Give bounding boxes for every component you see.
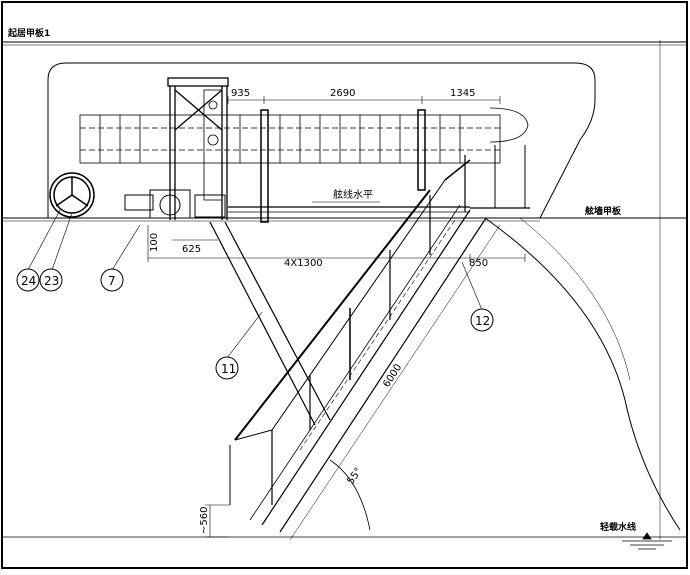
svg-text:11: 11 <box>221 362 236 376</box>
dim-4x1300: 4X1300 <box>284 258 323 269</box>
suspension-cables <box>209 221 331 426</box>
bottom-offset-dim <box>205 504 230 538</box>
callout-23: 23 <box>39 212 73 292</box>
hull-side-curve <box>484 217 681 531</box>
callout-11: 11 <box>215 311 263 380</box>
dim-1345: 1345 <box>450 88 475 99</box>
dim-560: ~560 <box>199 507 210 534</box>
svg-text:24: 24 <box>21 274 36 288</box>
dim-100: 100 <box>149 233 160 252</box>
bottom-dimension-lines <box>147 225 526 262</box>
dim-6000: 6000 <box>381 362 404 389</box>
light-waterline-label: 轻载水线 <box>600 521 636 533</box>
dim-2690: 2690 <box>330 88 355 99</box>
dim-935: 935 <box>231 88 250 99</box>
horizontal-line-label: 舷线水平 <box>333 188 373 201</box>
deployed-ladder <box>229 155 487 533</box>
dim-850: 850 <box>469 258 488 269</box>
top-dimension-lines <box>227 96 501 104</box>
bulwark-deck-label: 舷墙甲板 <box>585 205 622 217</box>
svg-text:7: 7 <box>108 274 116 288</box>
angle-label: 55° <box>345 466 364 487</box>
davit-frame <box>167 77 229 220</box>
waterline-symbol <box>622 532 672 550</box>
svg-text:12: 12 <box>475 314 490 328</box>
top-deck-label: 起居甲板1 <box>7 27 50 39</box>
rail-posts <box>228 109 530 223</box>
superstructure-outline <box>47 62 596 219</box>
dim-625: 625 <box>182 244 201 255</box>
svg-text:23: 23 <box>44 274 59 288</box>
hull-side-curve-inner <box>519 217 631 381</box>
stowed-ladder <box>79 107 529 164</box>
davit-wheel <box>49 172 95 218</box>
callout-7: 7 <box>100 224 141 292</box>
angle-arc <box>329 459 371 531</box>
callout-24: 24 <box>16 209 61 292</box>
callout-12: 12 <box>461 261 494 332</box>
winch <box>124 189 226 219</box>
ladder-length-dim-line <box>289 224 501 541</box>
